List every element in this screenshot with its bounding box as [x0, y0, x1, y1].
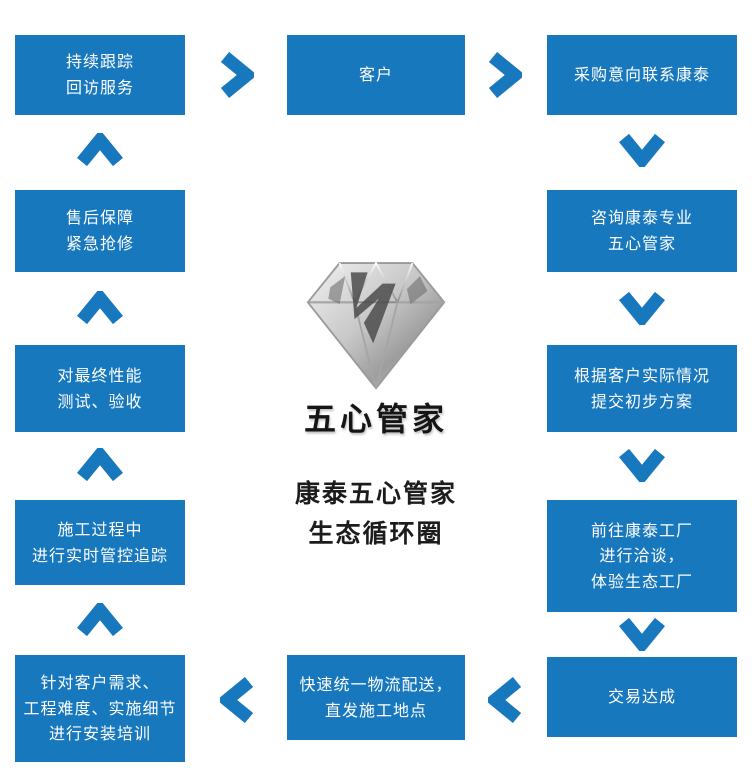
- chevron-up-icon: [77, 285, 123, 331]
- node-performance-acceptance: 对最终性能 测试、验收: [15, 345, 185, 432]
- diamond-logo: [296, 250, 456, 392]
- node-consult-butler: 咨询康泰专业 五心管家: [547, 190, 737, 272]
- node-initial-plan: 根据客户实际情况 提交初步方案: [547, 345, 737, 432]
- node-customer: 客户: [287, 35, 465, 115]
- chevron-right-icon: [482, 52, 528, 98]
- chevron-up-icon: [77, 442, 123, 488]
- chevron-right-icon: [214, 52, 260, 98]
- node-logistics-delivery: 快速统一物流配送， 直发施工地点: [287, 655, 465, 740]
- chevron-down-icon: [619, 127, 665, 173]
- chevron-left-icon: [482, 677, 528, 723]
- node-construction-tracking: 施工过程中 进行实时管控追踪: [15, 500, 185, 585]
- center-caption-line2: 生态循环圈: [308, 519, 444, 548]
- chevron-down-icon: [619, 285, 665, 331]
- chevron-up-icon: [77, 597, 123, 643]
- node-deal-closed: 交易达成: [547, 657, 737, 737]
- chevron-down-icon: [619, 442, 665, 488]
- node-installation-training: 针对客户需求、 工程难度、实施细节 进行安装培训: [15, 655, 185, 762]
- center-caption-line1: 康泰五心管家: [294, 479, 457, 508]
- node-continuous-follow-up: 持续跟踪 回访服务: [15, 35, 185, 115]
- node-after-sales-repair: 售后保障 紧急抢修: [15, 190, 185, 272]
- chevron-down-icon: [619, 611, 665, 657]
- chevron-left-icon: [214, 677, 260, 723]
- node-purchase-intent: 采购意向联系康泰: [547, 35, 737, 115]
- chevron-up-icon: [77, 127, 123, 173]
- logo-title: 五心管家: [303, 400, 448, 438]
- node-factory-visit: 前往康泰工厂 进行洽谈， 体验生态工厂: [547, 500, 737, 612]
